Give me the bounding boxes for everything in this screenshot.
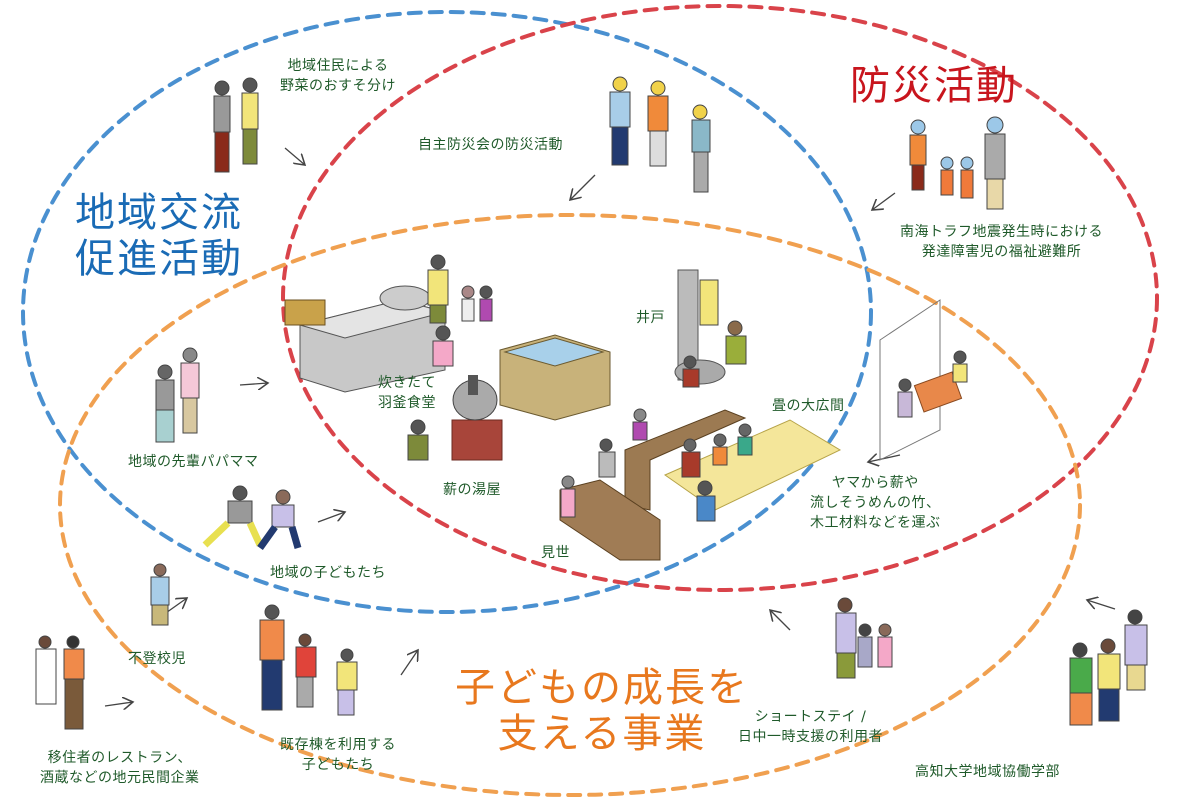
label-university: 高知大学地域協働学部 bbox=[915, 764, 1060, 780]
label-vegetables: 地域住民による 野菜のおすそ分け bbox=[280, 58, 396, 94]
label-kitchen: 炊きたて 羽釜食堂 bbox=[378, 375, 436, 411]
shop-illustration bbox=[559, 479, 661, 561]
people-figures bbox=[35, 76, 1148, 730]
children-support-title: 子どもの成長を 支える事業 bbox=[455, 665, 749, 757]
label-parents: 地域の先輩パパママ bbox=[128, 454, 259, 470]
label-short-stay: ショートステイ / 日中一時支援の利用者 bbox=[738, 709, 883, 745]
label-truant: 不登校児 bbox=[128, 651, 186, 667]
tatami-illustration bbox=[624, 409, 842, 511]
cart-illustration bbox=[879, 299, 963, 461]
label-self-defense: 自主防災会の防災活動 bbox=[418, 137, 563, 153]
disaster-circle bbox=[281, 4, 1159, 592]
bathhouse-illustration bbox=[451, 334, 611, 461]
children-circle bbox=[58, 213, 1082, 797]
label-local-kids: 地域の子どもたち bbox=[270, 565, 386, 581]
community-circle bbox=[21, 10, 873, 614]
community-activity-title: 地域交流 促進活動 bbox=[75, 190, 243, 282]
disaster-activity-title: 防災活動 bbox=[850, 63, 1018, 109]
label-bathhouse: 薪の湯屋 bbox=[443, 482, 501, 498]
kitchen-illustration bbox=[284, 285, 447, 393]
label-restaurants: 移住者のレストラン、 酒蔵などの地元民間企業 bbox=[40, 750, 200, 786]
label-tatami: 畳の大広間 bbox=[772, 398, 845, 414]
label-existing-building: 既存棟を利用する 子どもたち bbox=[280, 737, 396, 773]
label-mountain-materials: ヤマから薪や 流しそうめんの竹、 木工材料などを運ぶ bbox=[810, 475, 941, 531]
label-shelter: 南海トラフ地震発生時における 発達障害児の福祉避難所 bbox=[900, 224, 1103, 260]
flow-arrows bbox=[104, 147, 1116, 706]
label-well: 井戸 bbox=[636, 310, 665, 326]
label-shop: 見世 bbox=[541, 545, 570, 561]
